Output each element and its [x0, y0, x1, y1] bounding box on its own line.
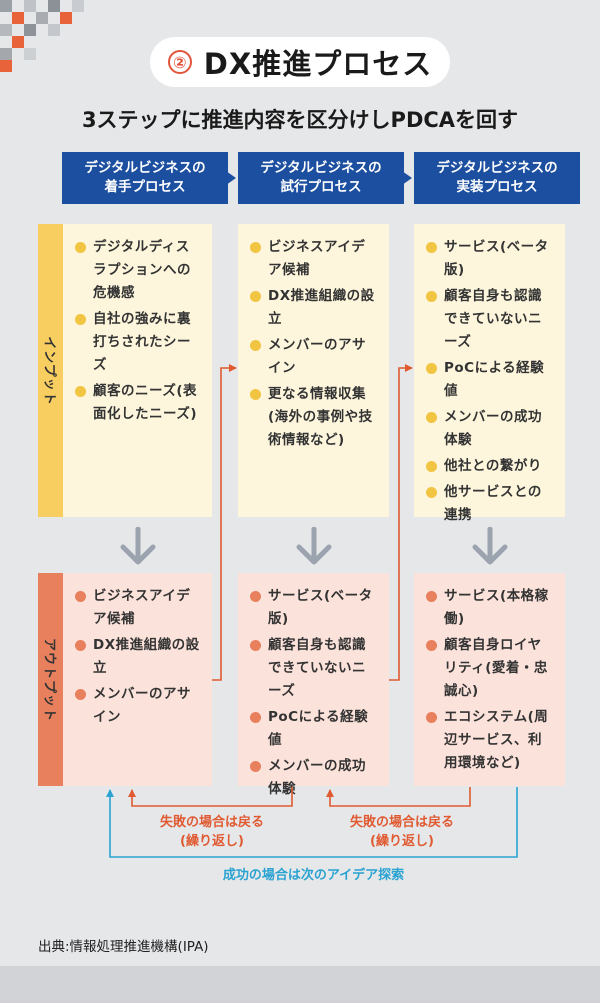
bullet-dot-icon	[250, 242, 261, 253]
list-item: 他社との繋がり	[424, 455, 555, 478]
list-item: PoCによる経験値	[248, 706, 379, 752]
bullet-dot-icon	[250, 340, 261, 351]
list-item: 自社の強みに裏打ちされたシーズ	[73, 308, 202, 377]
bullet-dot-icon	[250, 761, 261, 772]
bullet-dot-icon	[426, 461, 437, 472]
list-item: 他サービスとの連携	[424, 481, 555, 527]
list-item: 顧客自身も認識できていないニーズ	[424, 285, 555, 354]
list-item: PoCによる経験値	[424, 357, 555, 403]
list-item: 顧客自身ロイヤリティ(愛着・忠誠心)	[424, 634, 555, 703]
step-number-badge: ②	[167, 50, 192, 74]
bullet-dot-icon	[250, 389, 261, 400]
down-arrow-icon	[472, 527, 508, 565]
subtitle: 3ステップに推進内容を区分けしPDCAを回す	[81, 108, 519, 132]
phase-arrow-icon	[402, 171, 412, 185]
title-pill: ② DX推進プロセス	[150, 37, 450, 87]
list-item: エコシステム(周辺サービス、利用環境など)	[424, 706, 555, 775]
list-item: サービス(ベータ版)	[248, 585, 379, 631]
list-item: 更なる情報収集(海外の事例や技術情報など)	[248, 383, 379, 452]
fail-label-2: 失敗の場合は戻る (繰り返し)	[349, 815, 454, 849]
list-item: デジタルディスラプションへの危機感	[73, 236, 202, 305]
connector-output2-to-input3	[389, 364, 413, 681]
phase-header-3: デジタルビジネスの 実装プロセス	[414, 152, 580, 204]
bullet-dot-icon	[75, 242, 86, 253]
bullet-dot-icon	[75, 689, 86, 700]
list-item: メンバーのアサイン	[73, 683, 202, 729]
page-title: DX推進プロセス	[203, 47, 433, 81]
bottom-band	[0, 966, 600, 1003]
fail-loop-1	[128, 787, 293, 807]
phase-header-2: デジタルビジネスの 試行プロセス	[238, 152, 404, 204]
list-item: 顧客自身も認識できていないニーズ	[248, 634, 379, 703]
bullet-dot-icon	[426, 291, 437, 302]
bullet-dot-icon	[426, 363, 437, 374]
list-item: メンバーの成功体験	[248, 755, 379, 801]
fail-label-1: 失敗の場合は戻る (繰り返し)	[159, 815, 264, 849]
bullet-dot-icon	[75, 591, 86, 602]
bullet-dot-icon	[426, 591, 437, 602]
bullet-dot-icon	[250, 640, 261, 651]
down-arrow-icon	[296, 527, 332, 565]
list-item: メンバーの成功体験	[424, 406, 555, 452]
down-arrow-icon	[120, 527, 156, 565]
bullet-dot-icon	[426, 487, 437, 498]
bullet-dot-icon	[426, 640, 437, 651]
connector-output1-to-input2	[212, 364, 237, 681]
bullet-dot-icon	[426, 712, 437, 723]
bullet-dot-icon	[75, 386, 86, 397]
bullet-dot-icon	[250, 591, 261, 602]
bullet-dot-icon	[426, 412, 437, 423]
list-item: 顧客のニーズ(表面化したニーズ)	[73, 380, 202, 426]
input-row-label: インプット	[38, 224, 63, 517]
list-item: DX推進組織の設立	[73, 634, 202, 680]
bullet-dot-icon	[250, 712, 261, 723]
bullet-dot-icon	[75, 314, 86, 325]
source-credit: 出典:情報処理推進機構(IPA)	[38, 939, 209, 955]
phase-arrow-icon	[226, 171, 236, 185]
list-item: ビジネスアイデア候補	[73, 585, 202, 631]
list-item: サービス(本格稼働)	[424, 585, 555, 631]
phase-header-1: デジタルビジネスの 着手プロセス	[62, 152, 228, 204]
success-label: 成功の場合は次のアイデア探索	[222, 868, 405, 883]
list-item: サービス(ベータ版)	[424, 236, 555, 282]
fail-loop-2	[326, 787, 471, 807]
list-item: メンバーのアサイン	[248, 334, 379, 380]
bullet-dot-icon	[426, 242, 437, 253]
success-loop	[106, 787, 518, 858]
bullet-dot-icon	[75, 640, 86, 651]
list-item: ビジネスアイデア候補	[248, 236, 379, 282]
output-box-3: サービス(本格稼働)顧客自身ロイヤリティ(愛着・忠誠心)エコシステム(周辺サービ…	[414, 573, 565, 786]
input-box-1: デジタルディスラプションへの危機感自社の強みに裏打ちされたシーズ顧客のニーズ(表…	[63, 224, 212, 517]
bullet-dot-icon	[250, 291, 261, 302]
list-item: DX推進組織の設立	[248, 285, 379, 331]
output-row-label: アウトプット	[38, 573, 63, 786]
